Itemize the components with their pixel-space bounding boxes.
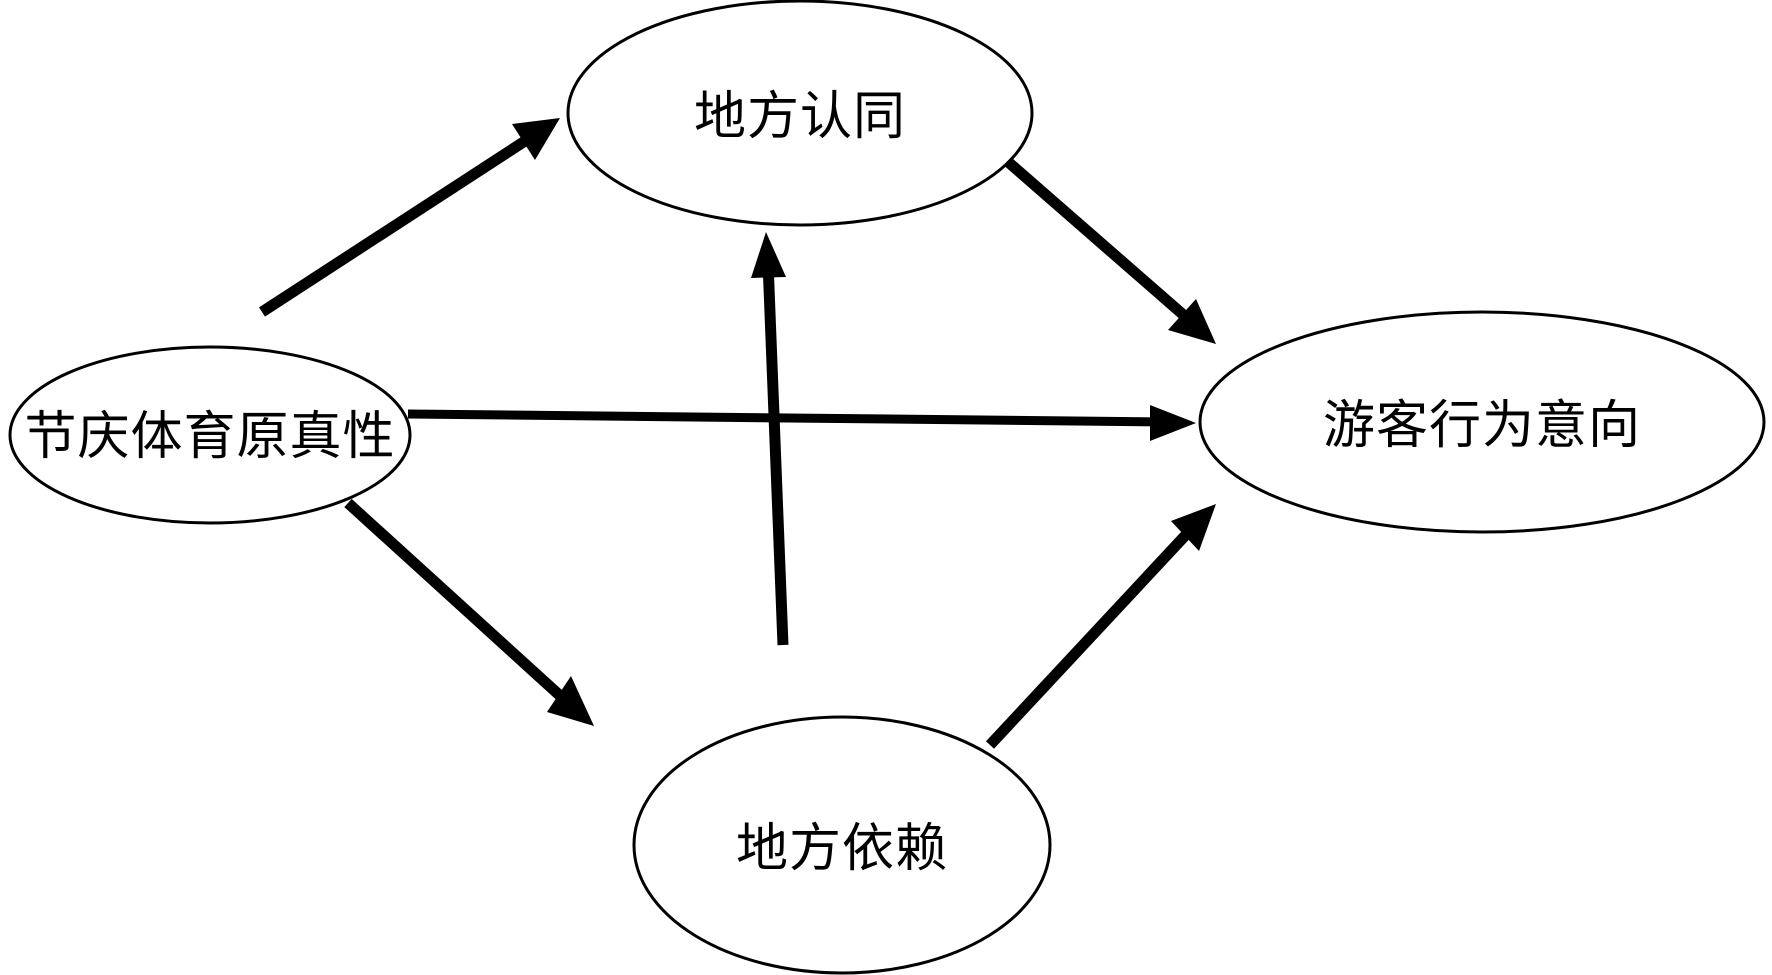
- edge-place-dependence-to-behavioral-intention: [985, 504, 1216, 749]
- edge-authenticity-to-place-identity: [259, 118, 560, 317]
- arrowhead-icon: [1168, 299, 1216, 344]
- node-ellipse-shape: [632, 715, 1052, 975]
- node-place-dependence[interactable]: 地方依赖: [632, 715, 1052, 975]
- node-label-behavioral-intention: 游客行为意向: [1323, 396, 1641, 456]
- edge-line: [985, 520, 1201, 749]
- node-label-place-identity: 地方认同: [694, 87, 906, 147]
- arrowhead-icon: [1150, 405, 1196, 441]
- edge-line: [344, 498, 582, 717]
- edge-line: [407, 409, 1173, 427]
- node-behavioral-intention[interactable]: 游客行为意向: [1198, 310, 1766, 534]
- arrowhead-icon: [751, 232, 786, 278]
- node-ellipse-shape: [8, 345, 412, 525]
- arrowhead-icon: [512, 118, 560, 160]
- node-place-identity[interactable]: 地方认同: [566, 0, 1034, 227]
- edge-line: [259, 123, 548, 317]
- edge-place-dependence-to-place-identity: [751, 232, 789, 646]
- node-label-place-dependence: 地方依赖: [736, 819, 948, 879]
- edge-authenticity-to-behavioral-intention: [407, 405, 1196, 441]
- arrowhead-icon: [1171, 504, 1216, 551]
- edge-line: [762, 261, 789, 646]
- edge-authenticity-to-place-dependence: [344, 498, 594, 726]
- arrowhead-icon: [547, 676, 594, 726]
- node-authenticity[interactable]: 节庆体育原真性: [8, 345, 412, 525]
- node-ellipse-shape: [566, 0, 1034, 227]
- node-label-authenticity: 节庆体育原真性: [24, 407, 395, 467]
- node-ellipse-shape: [1198, 310, 1766, 534]
